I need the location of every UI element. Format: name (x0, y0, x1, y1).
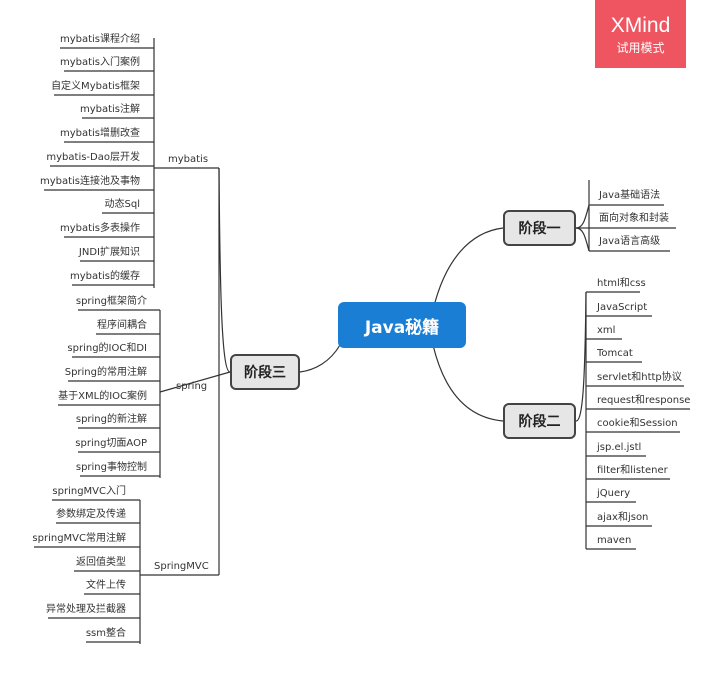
stage2-item[interactable]: servlet和http协议 (597, 372, 682, 383)
mybatis-item[interactable]: mybatis连接池及事物 (39, 176, 140, 187)
stage2-item[interactable]: html和css (597, 278, 646, 289)
mybatis-item[interactable]: mybatis-Dao层开发 (46, 152, 140, 163)
group-label-springmvc[interactable]: SpringMVC (154, 561, 209, 572)
xmind-logo-text: XMind (610, 14, 671, 37)
mybatis-item[interactable]: 动态Sql (104, 199, 140, 210)
springmvc-item[interactable]: springMVC入门 (52, 486, 126, 497)
stage1-item[interactable]: Java语言高级 (599, 236, 661, 247)
spring-item[interactable]: spring事物控制 (75, 462, 147, 473)
spring-item[interactable]: spring的新注解 (75, 414, 147, 425)
mybatis-item[interactable]: mybatis入门案例 (59, 57, 140, 68)
spring-item[interactable]: 程序间耦合 (97, 320, 147, 331)
stage2-item[interactable]: xml (597, 325, 616, 336)
group-label-mybatis[interactable]: mybatis (168, 154, 209, 165)
trial-mode-text: 试用模式 (616, 41, 665, 55)
springmvc-item[interactable]: springMVC常用注解 (32, 533, 126, 544)
mybatis-item[interactable]: JNDI扩展知识 (78, 247, 140, 258)
springmvc-item[interactable]: 文件上传 (86, 580, 126, 591)
group-label-spring[interactable]: spring (176, 381, 208, 392)
stage1-item[interactable]: 面向对象和封装 (599, 213, 669, 224)
xmind-trial-badge: XMind 试用模式 (595, 0, 686, 68)
stage2-item[interactable]: filter和listener (597, 465, 668, 476)
mybatis-item[interactable]: 自定义Mybatis框架 (51, 81, 140, 92)
connector-central-stage3 (299, 344, 341, 373)
connector-central-stage2 (432, 344, 504, 422)
spring-item[interactable]: spring切面AOP (75, 438, 147, 449)
mybatis-item[interactable]: mybatis多表操作 (59, 223, 140, 234)
springmvc-item[interactable]: ssm整合 (85, 628, 126, 639)
mybatis-item[interactable]: mybatis注解 (79, 104, 140, 115)
springmvc-item[interactable]: 异常处理及拦截器 (46, 604, 126, 615)
stage2-item[interactable]: maven (597, 535, 632, 546)
mybatis-item[interactable]: mybatis的缓存 (69, 271, 140, 282)
mybatis-item[interactable]: mybatis课程介绍 (59, 34, 140, 45)
stage1-item[interactable]: Java基础语法 (599, 190, 661, 201)
stage3-topic[interactable]: 阶段三 (230, 354, 300, 390)
stage2-topic[interactable]: 阶段二 (503, 403, 576, 439)
stage1-topic[interactable]: 阶段一 (503, 210, 576, 246)
mybatis-item[interactable]: mybatis增删改查 (59, 128, 140, 139)
spring-item[interactable]: 基于XML的IOC案例 (58, 391, 147, 402)
stage2-item[interactable]: JavaScript (597, 302, 648, 313)
spring-item[interactable]: spring框架简介 (75, 296, 147, 307)
stage2-item[interactable]: request和response (597, 395, 691, 406)
stage2-item[interactable]: Tomcat (597, 348, 633, 359)
stage2-item[interactable]: jQuery (597, 488, 631, 499)
spring-item[interactable]: spring的IOC和DI (67, 343, 147, 354)
stage2-item[interactable]: ajax和json (597, 512, 649, 523)
springmvc-item[interactable]: 返回值类型 (76, 557, 126, 568)
central-topic[interactable]: Java秘籍 (338, 302, 466, 348)
stage2-item[interactable]: jsp.el.jstl (597, 442, 642, 453)
connector-central-stage1 (432, 227, 504, 311)
spring-item[interactable]: Spring的常用注解 (64, 367, 147, 378)
springmvc-item[interactable]: 参数绑定及传递 (56, 509, 126, 520)
stage2-item[interactable]: cookie和Session (597, 418, 678, 429)
